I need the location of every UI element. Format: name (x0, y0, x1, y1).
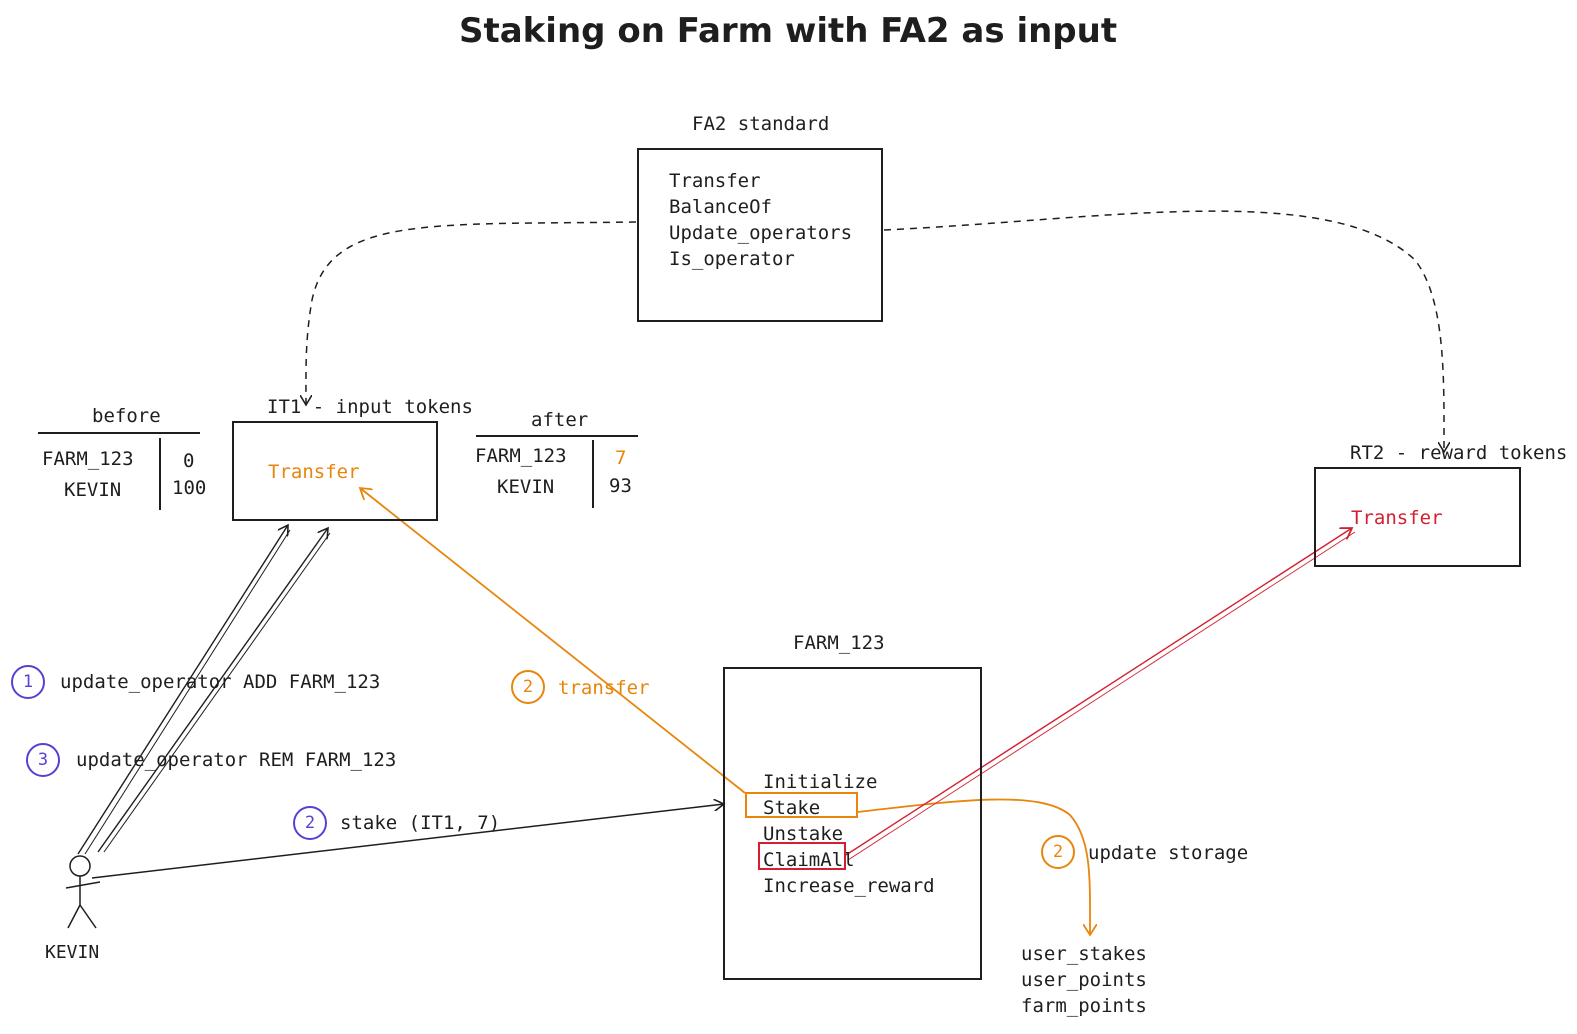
claimall-to-rt2-transfer-arrow (845, 528, 1352, 856)
farm-storage-list: user_stakes user_points farm_points (1021, 941, 1147, 1019)
kevin-to-it1-arrow-4 (103, 532, 331, 853)
stick-figure-icon (65, 855, 101, 929)
it1-transfer-entrypoint: Transfer (268, 461, 360, 483)
rt2-label: RT2 - reward tokens (1350, 442, 1568, 464)
after-row-farm-name: FARM_123 (475, 445, 567, 467)
kevin-to-it1-arrow-2 (84, 529, 291, 855)
before-row-farm-value: 0 (183, 450, 195, 472)
fa2-to-it1-dashed-arrow (306, 221, 637, 405)
before-table-divider (159, 438, 161, 510)
claimall-to-rt2-transfer-arrow-2 (847, 531, 1356, 861)
step-2-stake-text: stake (IT1, 7) (340, 812, 501, 834)
step-1-badge: 1 (11, 665, 45, 699)
storage-farm-points: farm_points (1021, 995, 1147, 1017)
step-2-stake-badge: 2 (293, 806, 327, 840)
fa2-entrypoint-is-operator: Is_operator (669, 248, 795, 270)
after-row-kevin-name: KEVIN (497, 476, 555, 498)
step-3-text: update_operator REM FARM_123 (76, 749, 397, 771)
stake-to-it1-transfer-arrow (360, 488, 746, 794)
farm-entrypoint-initialize: Initialize (763, 771, 878, 793)
fa2-entrypoint-balanceof: BalanceOf (669, 196, 772, 218)
kevin-to-it1-arrow-1 (77, 525, 288, 855)
before-label: before (92, 405, 161, 427)
step-3-badge: 3 (26, 743, 60, 777)
step-2-update-text: update storage (1088, 842, 1249, 864)
farm-entrypoint-list: Initialize Stake Unstake ClaimAll Increa… (763, 769, 935, 899)
after-label: after (531, 409, 589, 431)
fa2-entrypoint-transfer: Transfer (669, 170, 761, 192)
stake-highlight (745, 792, 858, 818)
fa2-entrypoint-list: Transfer BalanceOf Update_operators Is_o… (669, 168, 852, 272)
farm-entrypoint-unstake: Unstake (763, 823, 844, 845)
storage-user-points: user_points (1021, 969, 1147, 991)
fa2-box: Transfer BalanceOf Update_operators Is_o… (637, 148, 883, 322)
kevin-to-it1-arrow-3 (97, 528, 328, 853)
after-table-rule (476, 435, 638, 437)
claimall-highlight (758, 842, 846, 870)
fa2-label: FA2 standard (692, 113, 830, 135)
farm-box: Initialize Stake Unstake ClaimAll Increa… (723, 667, 982, 980)
actor-kevin-label: KEVIN (45, 942, 100, 963)
storage-user-stakes: user_stakes (1021, 943, 1147, 965)
fa2-entrypoint-update-operators: Update_operators (669, 222, 853, 244)
after-table-divider (592, 440, 594, 508)
page-title: Staking on Farm with FA2 as input (459, 11, 1118, 51)
step-2-update-badge: 2 (1041, 835, 1075, 869)
farm-entrypoint-stake: Stake (763, 797, 821, 819)
fa2-to-rt2-dashed-arrow (883, 210, 1444, 452)
farm-entrypoint-increase-reward: Increase_reward (763, 875, 935, 897)
before-row-farm-name: FARM_123 (42, 448, 134, 470)
rt2-box: Transfer (1314, 467, 1521, 567)
before-row-kevin-value: 100 (172, 477, 207, 499)
it1-box: Transfer (232, 421, 438, 521)
before-row-kevin-name: KEVIN (64, 479, 122, 501)
farm-label: FARM_123 (793, 632, 885, 654)
it1-label: IT1 - input tokens (267, 396, 473, 418)
step-2-transfer-badge: 2 (511, 670, 545, 704)
step-2-transfer-text: transfer (558, 677, 650, 699)
rt2-transfer-entrypoint: Transfer (1351, 507, 1443, 529)
stake-to-storage-arrow (857, 798, 1090, 935)
after-row-kevin-value: 93 (609, 475, 632, 497)
step-1-text: update_operator ADD FARM_123 (60, 671, 381, 693)
after-row-farm-value: 7 (615, 447, 627, 469)
kevin-to-farm-arrow (91, 804, 724, 879)
farm-entrypoint-claimall: ClaimAll (763, 849, 855, 871)
before-table-rule (38, 432, 200, 434)
